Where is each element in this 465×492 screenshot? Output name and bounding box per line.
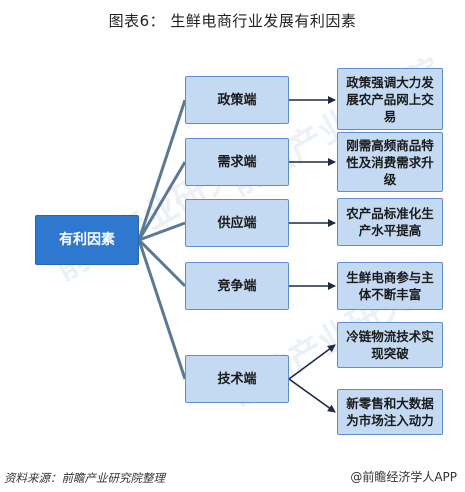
tech-arrow-upper <box>288 344 336 380</box>
root-node: 有利因素 <box>35 215 139 265</box>
supply-leaf: 农产品标准化生产水平提高 <box>337 198 443 246</box>
demand-node: 需求端 <box>185 138 289 186</box>
policy-leaf: 政策强调大力发展农产品网上交易 <box>337 68 443 130</box>
root-to-competition-line <box>137 238 187 288</box>
tech-leaf-cold-chain: 冷链物流技术实现突破 <box>337 322 443 368</box>
supply-node: 供应端 <box>185 199 289 247</box>
competition-leaf: 生鲜电商参与主体不断丰富 <box>337 262 443 310</box>
demand-leaf: 刚需高频商品特性及消费需求升级 <box>337 132 443 192</box>
brand-credit: @前瞻经济学人APP <box>350 468 457 485</box>
tech-leaf-new-retail: 新零售和大数据为市场注入动力 <box>337 389 443 435</box>
source-note: 资料来源：前瞻产业研究院整理 <box>4 471 165 485</box>
brand-text: @前瞻经济学人APP <box>350 470 457 484</box>
root-to-policy-line <box>137 99 187 241</box>
tech-arrow-lower <box>288 378 336 413</box>
root-to-tech-line <box>137 239 187 380</box>
chart-title: 图表6： 生鲜电商行业发展有利因素 <box>108 12 357 30</box>
root-to-supply-line <box>138 221 186 242</box>
tech-node: 技术端 <box>185 355 289 403</box>
competition-node: 竞争端 <box>185 262 289 310</box>
root-to-demand-line <box>137 161 187 241</box>
policy-node: 政策端 <box>185 76 289 124</box>
